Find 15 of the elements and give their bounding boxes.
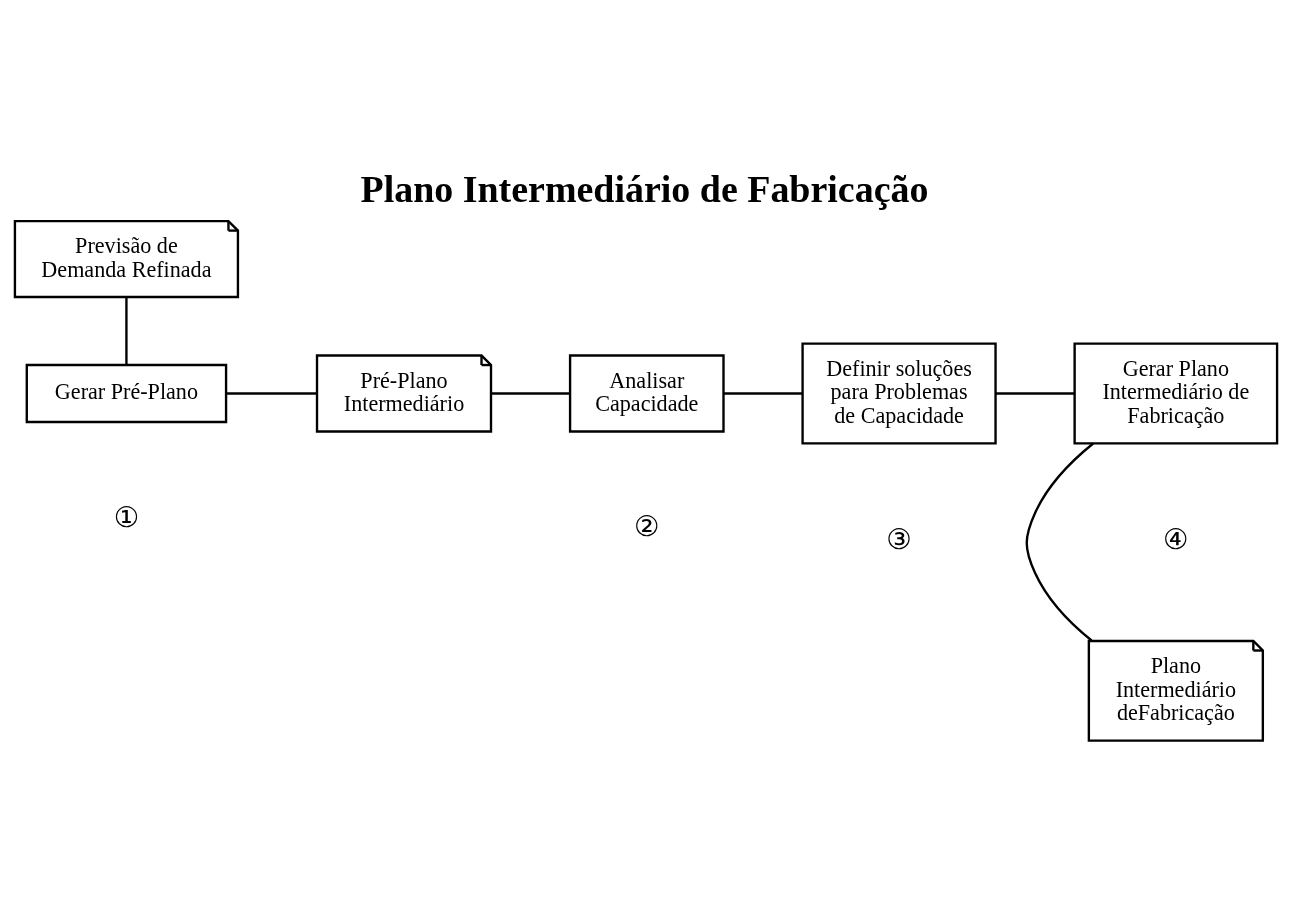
node-box: Definir soluções para Problemas de Capacidade bbox=[801, 342, 997, 444]
connector bbox=[226, 391, 317, 395]
connector bbox=[723, 391, 803, 395]
node-box: Gerar Pré-Plano bbox=[25, 363, 228, 423]
label: ② bbox=[634, 509, 660, 543]
diagram-title: Plano Intermediário de Fabricação bbox=[360, 167, 929, 210]
label: ① bbox=[113, 500, 140, 534]
connector bbox=[1025, 442, 1094, 641]
connector bbox=[125, 296, 128, 365]
connector bbox=[995, 391, 1075, 395]
connector bbox=[491, 391, 570, 395]
label: ③ bbox=[886, 522, 912, 556]
node-box: Analisar Capacidade bbox=[568, 353, 725, 433]
label: ④ bbox=[1163, 522, 1189, 556]
node-box: Gerar Plano Intermediário de Fabricação bbox=[1073, 342, 1279, 444]
